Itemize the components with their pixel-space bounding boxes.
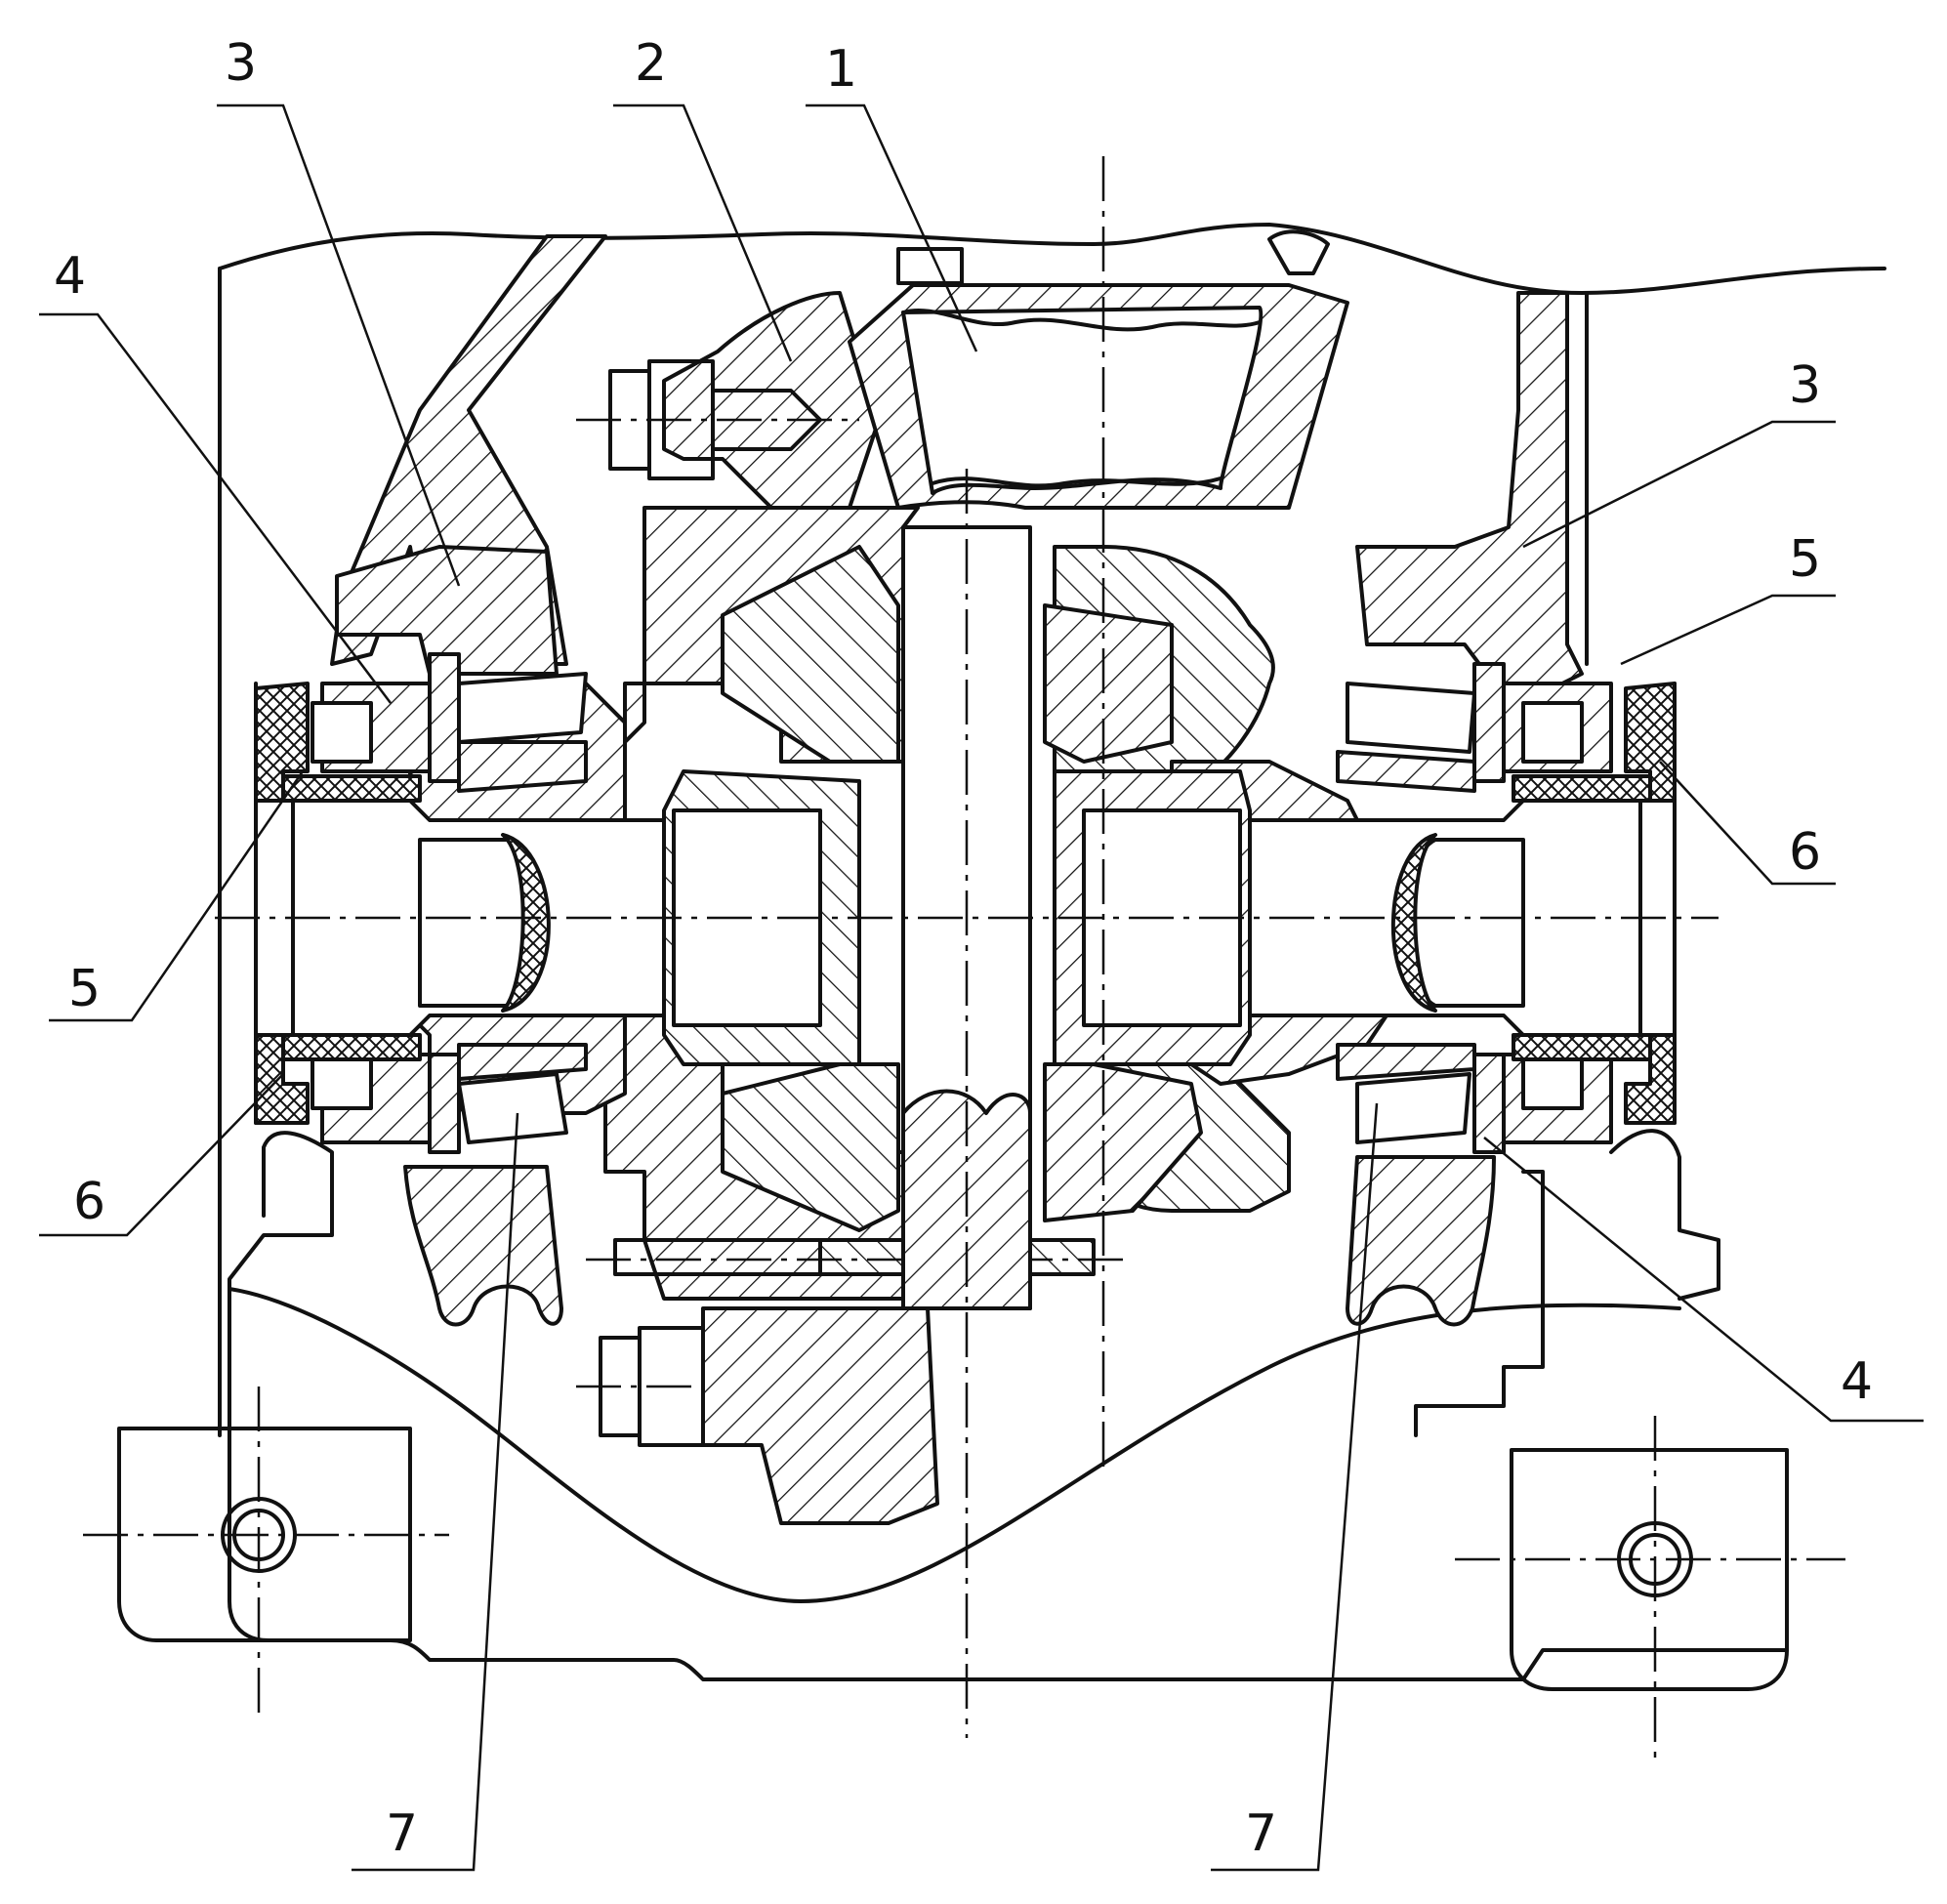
bolt-lower (576, 1306, 939, 1525)
adjusting-nut-right (1502, 682, 1613, 1144)
bolt-upper (576, 359, 859, 480)
bearing-lower-left (428, 1043, 588, 1154)
leader-lines (39, 103, 1924, 1872)
oil-seal-left (254, 682, 422, 1125)
callout-5-left: 5 (68, 960, 101, 1018)
ring-gear (848, 229, 1349, 510)
callout-1: 1 (825, 40, 857, 99)
bearing-seat-left (403, 1165, 563, 1327)
axle-left (291, 799, 666, 1037)
callout-3-left: 3 (225, 34, 257, 93)
spider-shaft (901, 469, 1032, 1738)
callout-6-right: 6 (1789, 823, 1821, 882)
bearing-upper-left (428, 652, 588, 793)
left-mounting-lug (83, 1387, 449, 1718)
callout-4-right: 4 (1841, 1352, 1873, 1411)
callout-7-right: 7 (1245, 1804, 1277, 1863)
callout-6-left: 6 (73, 1173, 105, 1231)
callout-4-left: 4 (54, 247, 86, 306)
callout-2: 2 (635, 34, 667, 93)
bearing-upper-right (1336, 662, 1506, 793)
callout-7-left: 7 (386, 1804, 418, 1863)
callout-5-right: 5 (1789, 530, 1821, 589)
callout-3-right: 3 (1789, 356, 1821, 415)
housing-outline (218, 223, 1886, 1681)
adjusting-nut-left (311, 682, 432, 1144)
right-mounting-lug (1455, 1416, 1845, 1767)
bearing-lower-right (1336, 1043, 1506, 1154)
bearing-seat-right (1346, 1155, 1496, 1327)
oil-seal-right (1512, 682, 1677, 1125)
